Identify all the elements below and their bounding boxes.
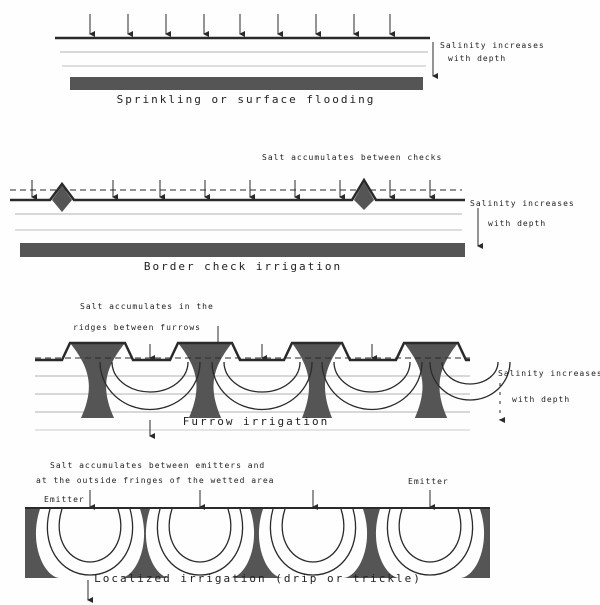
- wetting-front: [333, 361, 411, 393]
- ridge-salt: [70, 343, 125, 418]
- check-ridge-salt: [52, 186, 72, 212]
- wetting-front: [99, 361, 201, 411]
- panel-border-check: Salt accumulates between checks Salinity…: [10, 153, 575, 273]
- wetting-front: [223, 361, 301, 393]
- salt-note: Salt accumulates in the: [80, 302, 214, 311]
- panel-furrow: Salt accumulates in the ridges between f…: [35, 302, 600, 439]
- emitter-label: Emitter: [44, 495, 85, 504]
- salt-layer: [20, 243, 465, 257]
- wetting-front: [168, 508, 232, 563]
- wetting-front: [46, 508, 134, 576]
- wetted-bulb: [145, 509, 255, 578]
- panel-title: Localized irrigation (drip or trickle): [94, 572, 422, 585]
- salt-note: ridges between furrows: [73, 323, 201, 332]
- wetted-bulbs: [35, 490, 485, 578]
- wetting-front: [58, 508, 122, 563]
- panel-title: Sprinkling or surface flooding: [117, 93, 376, 106]
- wetted-bulb: [258, 509, 368, 578]
- wetted-bulb: [375, 509, 485, 578]
- wetting-front: [441, 361, 499, 385]
- panel-title: Border check irrigation: [144, 260, 342, 273]
- wetting-front: [111, 361, 189, 393]
- salinity-label: Salinity increases: [498, 369, 600, 378]
- wetting-front: [211, 361, 313, 411]
- wetting-front: [386, 508, 474, 576]
- wetting-front: [156, 508, 244, 576]
- soil-surface: [10, 177, 465, 202]
- water-arrows: [31, 180, 435, 200]
- salt-note: Salt accumulates between emitters and: [50, 461, 265, 470]
- salinity-label: Salinity increases: [440, 41, 545, 50]
- ridge-salt-zones: [70, 343, 511, 418]
- panel-sprinkling: Salinity increases with depth Sprinkling…: [55, 14, 545, 106]
- ridge-salt: [178, 343, 232, 418]
- ridge-salt: [404, 343, 458, 418]
- depth-lines: [35, 375, 470, 431]
- panel-title: Furrow irrigation: [183, 415, 330, 428]
- check-ridge-salt: [354, 182, 374, 210]
- wetting-front: [281, 508, 345, 563]
- salt-layer: [70, 77, 423, 90]
- salt-note: Salt accumulates between checks: [262, 153, 442, 162]
- panel-localized: Salt accumulates between emitters and at…: [25, 461, 490, 603]
- wetting-front: [398, 508, 462, 563]
- wetting-front: [429, 361, 511, 401]
- ridge-salt: [292, 343, 342, 418]
- salinity-label: with depth: [512, 395, 570, 404]
- wetting-front: [269, 508, 357, 576]
- salt-note: at the outside fringes of the wetted are…: [36, 476, 274, 485]
- salinity-label: with depth: [488, 219, 546, 228]
- water-arrows: [89, 14, 395, 37]
- wetted-bulb: [35, 509, 145, 578]
- emitter-label: Emitter: [408, 477, 449, 486]
- salinity-label: with depth: [448, 54, 506, 63]
- wetting-front: [321, 361, 423, 411]
- salinity-label: Salinity increases: [470, 199, 575, 208]
- furrow-surface: [35, 341, 470, 362]
